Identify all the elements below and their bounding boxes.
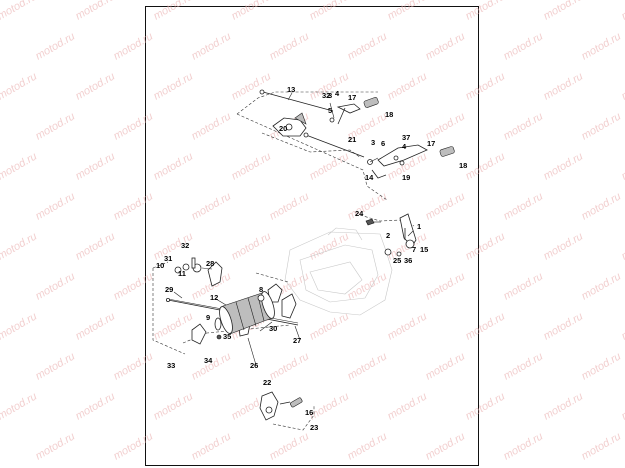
callout-36: 36 (404, 256, 412, 265)
callout-15: 15 (420, 245, 428, 254)
watermark-text: motod.ru (0, 230, 39, 262)
upper-shift-linkage (259, 89, 455, 179)
watermark-text: motod.ru (620, 70, 625, 102)
watermark-text: motod.ru (74, 150, 118, 182)
callout-24: 24 (355, 209, 364, 218)
gearbox-housing-outline (284, 227, 393, 316)
watermark-text: motod.ru (542, 390, 586, 422)
lower-detent-group (259, 391, 303, 421)
watermark-text: motod.ru (0, 310, 39, 342)
watermark-text: motod.ru (502, 30, 546, 62)
callout-32: 32 (181, 241, 189, 250)
watermark-text: motod.ru (580, 430, 624, 462)
watermark-text: motod.ru (502, 350, 546, 382)
callout-8: 8 (259, 285, 263, 294)
callout-4: 4 (335, 89, 340, 98)
watermark-text: motod.ru (502, 110, 546, 142)
watermark-text: motod.ru (620, 150, 625, 182)
callout-13: 13 (287, 85, 295, 94)
assembly-dashed-lines (152, 91, 415, 431)
callout-17: 17 (427, 139, 435, 148)
callout-17: 17 (348, 93, 356, 102)
watermark-text: motod.ru (464, 0, 508, 23)
watermark-text: motod.ru (620, 390, 625, 422)
callout-25: 25 (393, 256, 401, 265)
watermark-text: motod.ru (34, 190, 78, 222)
watermark-text: motod.ru (580, 110, 624, 142)
detent-lever-group (365, 213, 417, 257)
watermark-text: motod.ru (580, 30, 624, 62)
callout-5: 5 (328, 106, 332, 115)
watermark-text: motod.ru (580, 270, 624, 302)
watermark-text: motod.ru (502, 430, 546, 462)
watermark-text: motod.ru (542, 150, 586, 182)
leader-lines (173, 92, 414, 366)
callout-30: 30 (269, 324, 277, 333)
callout-35: 35 (223, 332, 231, 341)
callout-34: 34 (204, 356, 213, 365)
callout-33: 33 (167, 361, 175, 370)
callout-29: 29 (165, 285, 173, 294)
callout-12: 12 (210, 293, 218, 302)
callout-31: 31 (164, 254, 172, 263)
callout-10: 10 (156, 261, 164, 270)
callout-1: 1 (417, 222, 421, 231)
callout-18: 18 (459, 161, 467, 170)
callout-2: 2 (386, 231, 390, 240)
callout-20: 20 (279, 124, 287, 133)
watermark-text: motod.ru (542, 310, 586, 342)
callout-26: 26 (250, 361, 258, 370)
callout-14: 14 (365, 173, 374, 182)
callout-3: 3 (328, 91, 332, 100)
watermark-text: motod.ru (502, 270, 546, 302)
callout-19: 19 (402, 173, 410, 182)
shift-fork-rail-group (165, 257, 299, 345)
callout-28: 28 (206, 259, 214, 268)
watermark-text: motod.ru (0, 70, 39, 102)
callout-18: 18 (385, 110, 393, 119)
watermark-text: motod.ru (74, 390, 118, 422)
watermark-text: motod.ru (74, 0, 118, 23)
callout-37: 37 (402, 133, 410, 142)
watermark-text: motod.ru (34, 270, 78, 302)
watermark-text: motod.ru (34, 110, 78, 142)
callout-32: 32 (322, 91, 330, 100)
watermark-text: motod.ru (0, 0, 39, 23)
watermark-text: motod.ru (502, 190, 546, 222)
callout-11: 11 (178, 269, 186, 278)
diagram-frame (145, 6, 479, 466)
watermark-text: motod.ru (580, 190, 624, 222)
callout-6: 6 (381, 139, 385, 148)
shift-drum (214, 291, 275, 340)
watermark-text: motod.ru (620, 0, 625, 23)
callout-27: 27 (293, 336, 301, 345)
watermark-text: motod.ru (542, 230, 586, 262)
watermark-text: motod.ru (0, 150, 39, 182)
watermark-text: motod.ru (74, 70, 118, 102)
callout-4: 4 (402, 142, 407, 151)
callout-16: 16 (305, 408, 313, 417)
watermark-text: motod.ru (580, 350, 624, 382)
watermark-text: motod.ru (74, 230, 118, 262)
callout-21: 21 (348, 135, 356, 144)
callout-3: 3 (371, 138, 375, 147)
callout-7: 7 (412, 245, 416, 254)
watermark-text: motod.ru (0, 390, 39, 422)
watermark-text: motod.ru (74, 310, 118, 342)
watermark-text: motod.ru (34, 30, 78, 62)
watermark-text: motod.ru (34, 430, 78, 462)
callout-22: 22 (263, 378, 271, 387)
watermark-text: motod.ru (620, 230, 625, 262)
watermark-text: motod.ru (34, 350, 78, 382)
watermark-text: motod.ru (542, 70, 586, 102)
watermark-text: motod.ru (620, 310, 625, 342)
callout-23: 23 (310, 423, 318, 432)
watermark-text: motod.ru (542, 0, 586, 23)
callout-9: 9 (206, 313, 210, 322)
